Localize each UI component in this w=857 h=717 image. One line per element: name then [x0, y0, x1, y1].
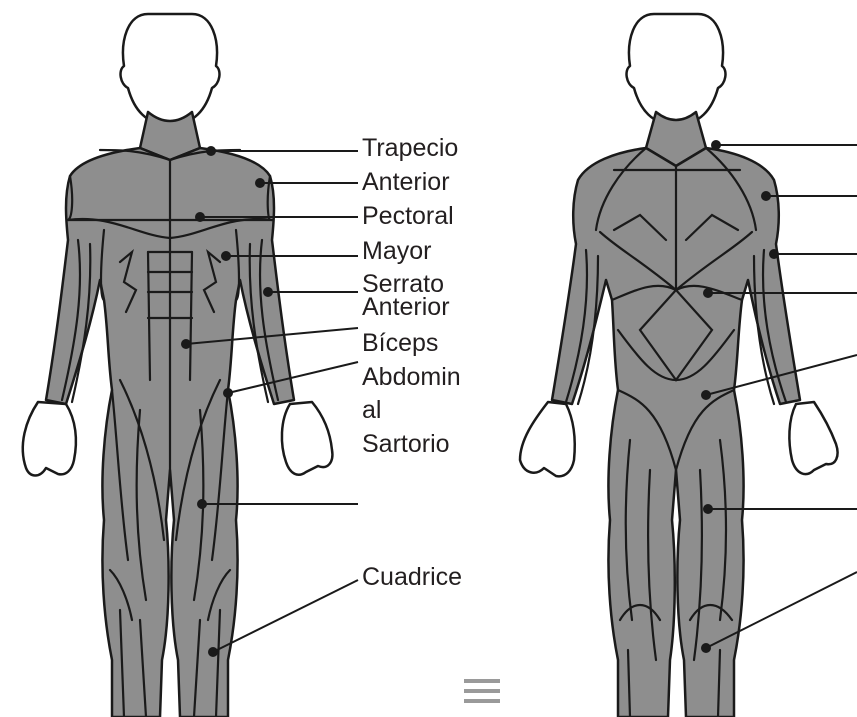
label-anterior-2: Anterior: [362, 293, 450, 321]
label-abdomin: Abdomin: [362, 363, 461, 391]
label-al: al: [362, 396, 381, 424]
front-left-hand: [23, 402, 76, 476]
watermark-logo: [464, 679, 500, 703]
back-head: [627, 14, 726, 126]
front-figure: [23, 14, 333, 717]
label-trapecio: Trapecio: [362, 134, 458, 162]
back-right-hand: [789, 402, 837, 474]
label-biceps: Bíceps: [362, 329, 438, 357]
label-pectoral: Pectoral: [362, 202, 454, 230]
label-mayor: Mayor: [362, 237, 431, 265]
front-labels: Trapecio Anterior Pectoral Mayor Serrato…: [362, 134, 462, 591]
back-figure: [520, 14, 838, 717]
label-sartorio: Sartorio: [362, 430, 450, 458]
front-right-hand: [282, 402, 332, 475]
front-head: [121, 14, 220, 126]
label-anterior: Anterior: [362, 168, 450, 196]
label-cuadrice: Cuadrice: [362, 563, 462, 591]
back-left-hand: [520, 402, 575, 476]
